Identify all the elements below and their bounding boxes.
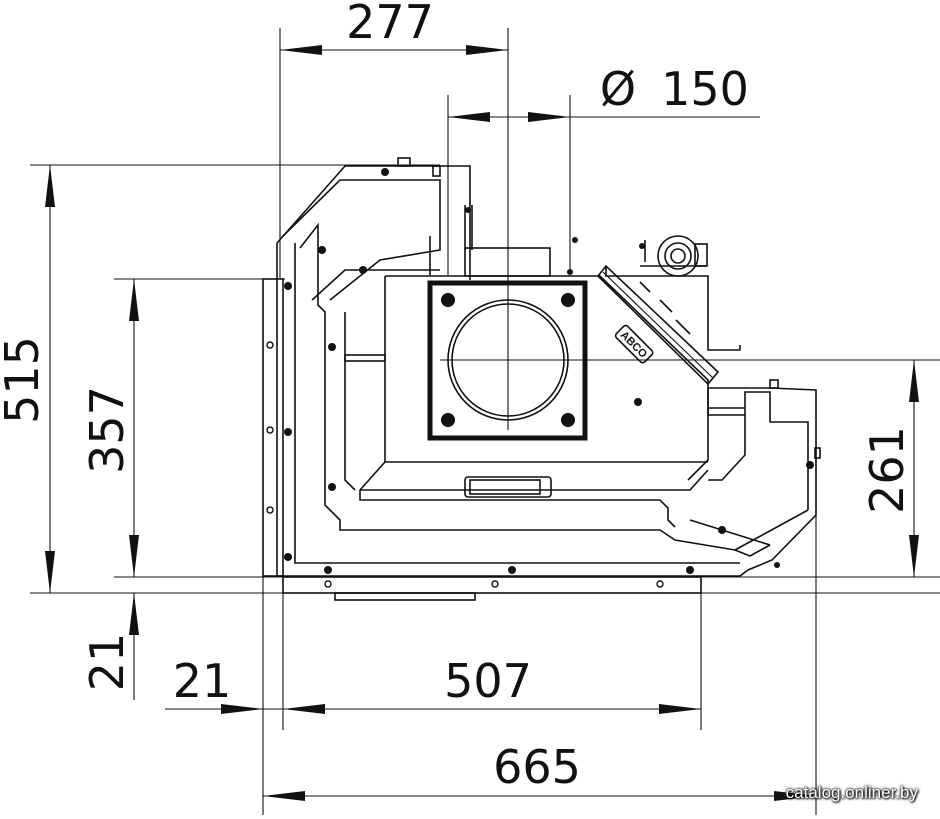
watermark: catalog.onliner.by [785,783,918,802]
rivets [266,168,814,588]
dim-515: 515 [0,336,49,424]
dim-261: 261 [860,426,914,514]
dimension-labels: 277 Ø 150 515 357 21 261 21 507 665 [0,0,914,794]
dim-357: 357 [80,386,134,474]
dim-150: 150 [661,62,749,116]
dim-507: 507 [444,654,532,708]
air-valve-knob [657,235,708,277]
dim-277: 277 [346,0,434,49]
dim-665: 665 [493,740,581,794]
dim-diameter-symbol: Ø [600,62,636,116]
fireplace-body: ABCO [262,157,821,601]
brand-plate: ABCO [614,324,654,364]
dim-21-vertical: 21 [80,633,134,692]
dim-21-horizontal: 21 [173,654,232,708]
brand-plate-text: ABCO [618,329,650,361]
